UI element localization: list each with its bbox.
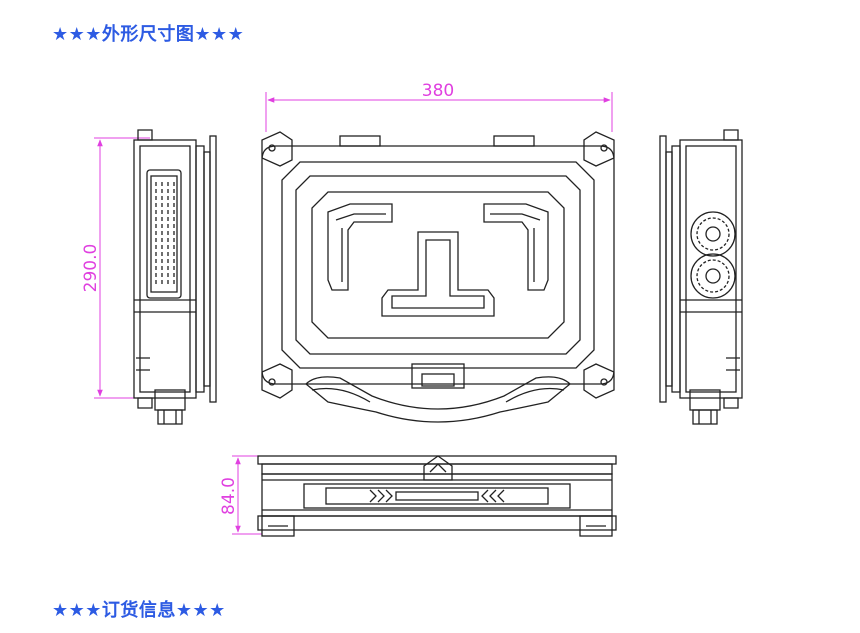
front-view: [261, 131, 615, 423]
bottom-view: [257, 455, 617, 537]
height-label: 290.0: [81, 244, 101, 293]
depth-label: 84.0: [219, 477, 239, 515]
fan-upper: [690, 211, 736, 257]
width-dimension: 380: [265, 81, 613, 132]
ordering-info-title: ★★★订货信息★★★: [52, 600, 226, 621]
right-side-view: [659, 129, 743, 425]
fan-lower: [690, 253, 736, 299]
width-label: 380: [422, 81, 454, 101]
dimension-drawing-title: ★★★外形尺寸图★★★: [52, 24, 245, 45]
left-side-view: [133, 129, 217, 425]
height-dimension: 290.0: [81, 137, 150, 399]
depth-dimension: 84.0: [219, 455, 262, 535]
